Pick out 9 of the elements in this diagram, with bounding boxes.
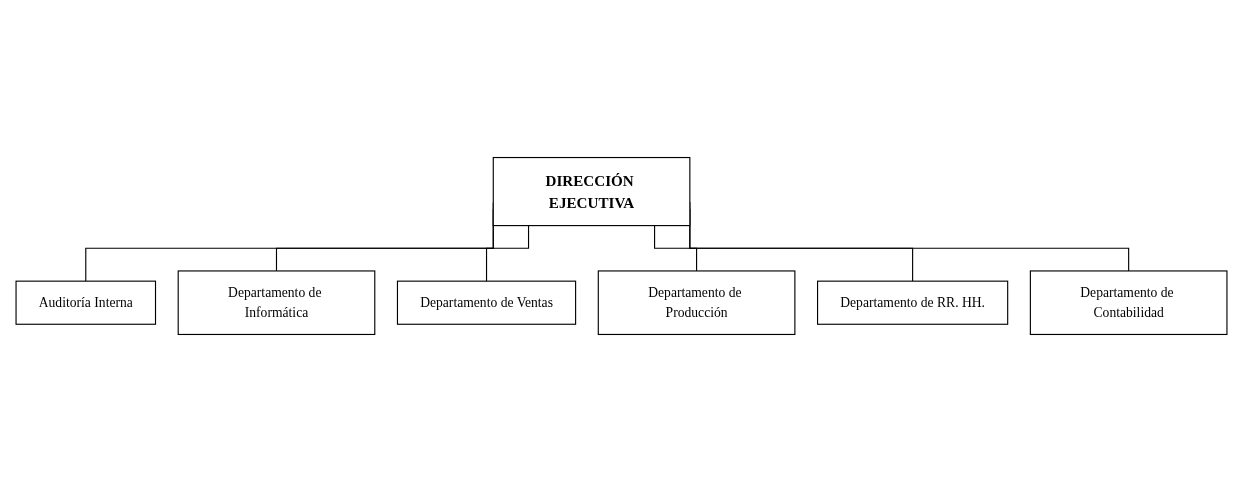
node-box: Departamento de Ventas [396,280,577,325]
node-box: Auditoría Interna [15,280,157,325]
connector [485,225,530,282]
node-box: Departamento de Contabilidad [1029,270,1228,336]
node-box: DIRECCIÓN EJECUTIVA [492,156,691,227]
node-box: Departamento de Informática [177,270,376,336]
node-box: Departamento de Producción [597,270,796,336]
connector [654,225,698,272]
node-box: Departamento de RR. HH. [817,280,1009,325]
